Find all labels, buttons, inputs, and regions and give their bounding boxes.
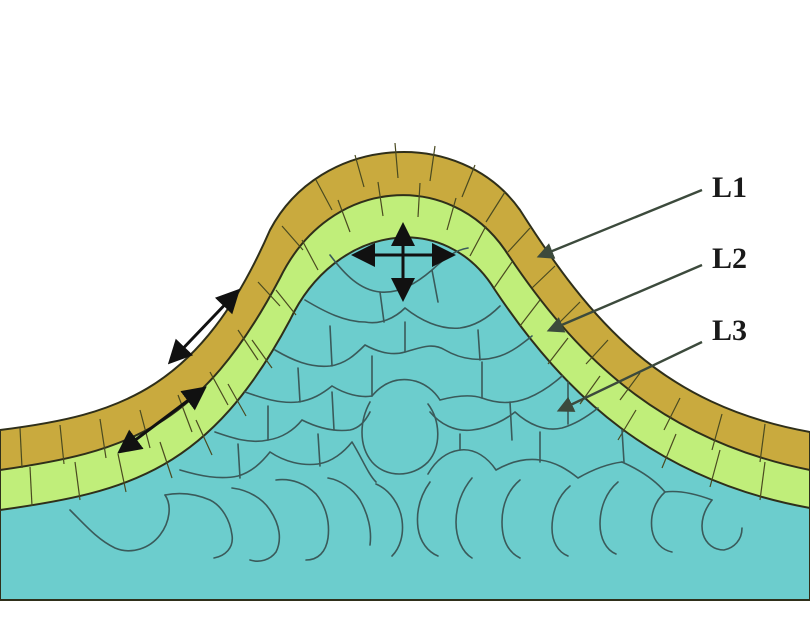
l3-label: L3 xyxy=(712,314,747,347)
l2-label: L2 xyxy=(712,242,747,275)
label-pointers xyxy=(536,188,703,412)
growth-arrows xyxy=(117,222,456,454)
l1-label: L1 xyxy=(712,171,747,204)
anticlinal-arrow-upper xyxy=(167,288,241,365)
anticlinal-arrow-lower xyxy=(117,386,207,454)
l3-corpus xyxy=(0,236,810,601)
l3-pointer xyxy=(556,340,703,412)
l2-pointer xyxy=(546,263,703,333)
l3-cell-walls xyxy=(69,247,743,562)
l1-pointer xyxy=(536,188,703,259)
